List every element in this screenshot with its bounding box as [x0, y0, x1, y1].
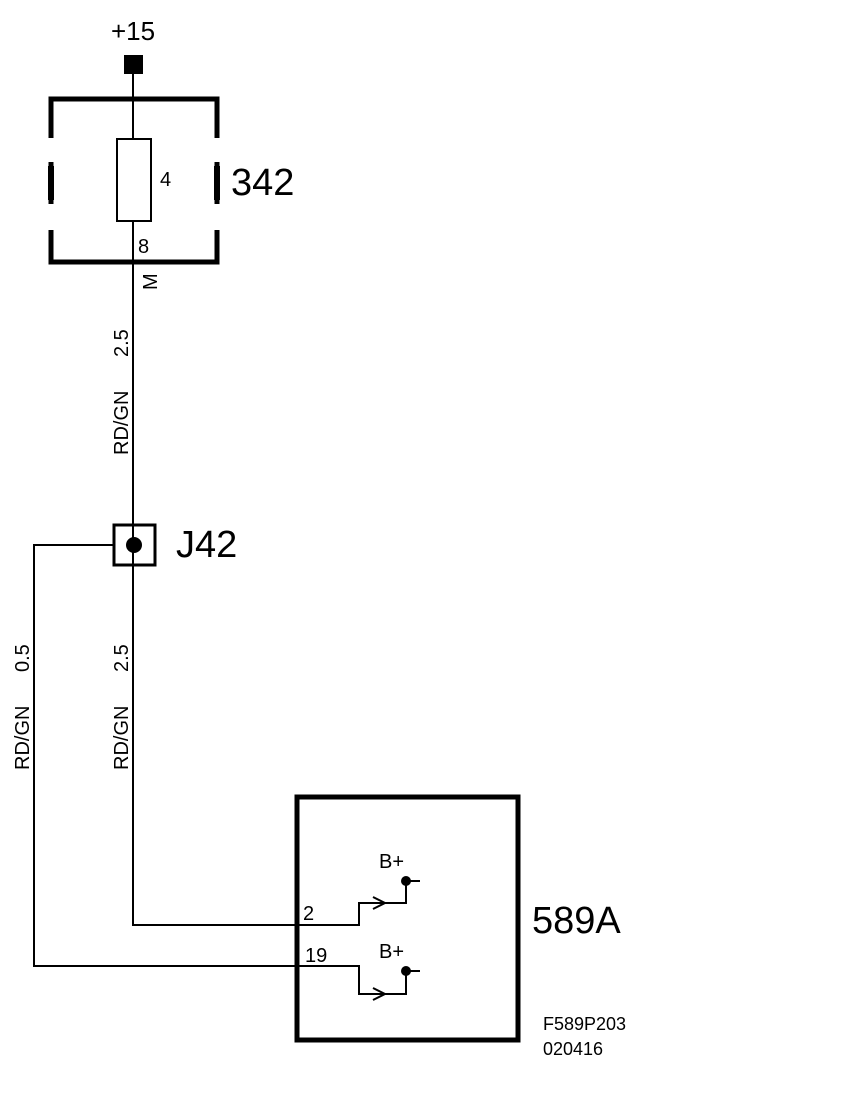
- module-terminal-b-dot: [401, 966, 411, 976]
- wire-main: [132, 74, 297, 926]
- reference-date: 020416: [543, 1039, 603, 1059]
- module-terminal-a: B+: [379, 851, 404, 873]
- wire-mid-color: RD/GN: [111, 706, 133, 770]
- fuse-pin: 8: [138, 236, 149, 258]
- module-pin-b-lead: [385, 970, 420, 995]
- fuse-box-dash-left: [48, 166, 54, 200]
- module-pin-a-trace: [297, 902, 385, 926]
- fuse-box-gap-right-1: [212, 138, 222, 162]
- fuse-box-dash-right: [214, 166, 220, 200]
- supply-label: +15: [111, 16, 155, 46]
- wire-top-color: RD/GN: [111, 391, 133, 455]
- fuse-connector: M: [140, 273, 162, 290]
- wire-left-color: RD/GN: [12, 706, 34, 770]
- fuse-box-gap-left-2: [46, 204, 56, 230]
- wire-top-size: 2.5: [111, 329, 133, 357]
- wire-left: [33, 544, 297, 967]
- wire-left-size: 0.5: [12, 644, 34, 672]
- fuse-box-id: 342: [231, 162, 294, 204]
- module-pin-a-lead: [385, 880, 420, 904]
- reference-code: F589P203: [543, 1014, 626, 1034]
- module-pin-b-trace: [297, 965, 385, 995]
- module-terminal-a-dot: [401, 876, 411, 886]
- splice-id: J42: [176, 524, 237, 566]
- wire-mid-size: 2.5: [111, 644, 133, 672]
- module-id: 589A: [532, 900, 621, 942]
- module-589a-box: [294, 794, 521, 1043]
- module-pin-b: 19: [305, 945, 327, 967]
- fuse-box-gap-left-1: [46, 138, 56, 162]
- fuse-box-gap-right-2: [212, 204, 222, 230]
- supply-terminal: [124, 55, 143, 74]
- module-pin-a: 2: [303, 903, 314, 925]
- fuse-element: [116, 138, 152, 222]
- fuse-number: 4: [160, 169, 171, 191]
- module-terminal-b: B+: [379, 941, 404, 963]
